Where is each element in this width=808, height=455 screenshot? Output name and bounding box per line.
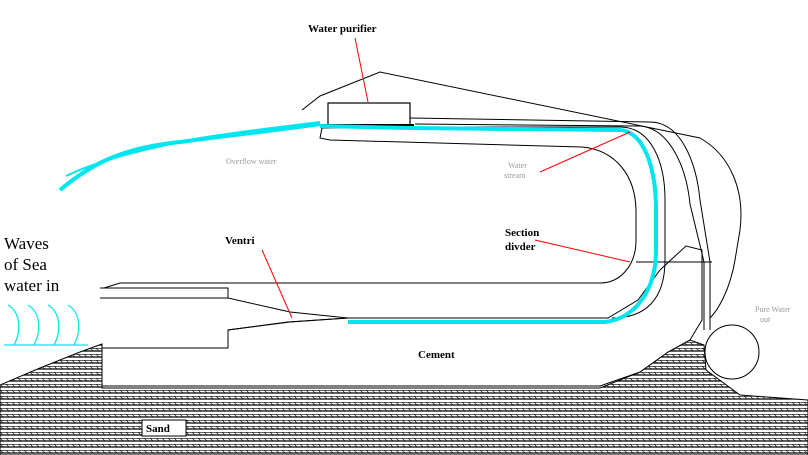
sand-box bbox=[141, 419, 187, 437]
label-pure-water-1: Pure Water bbox=[755, 305, 791, 314]
pure-water-outlet bbox=[704, 324, 760, 380]
label-water-purifier: Water purifier bbox=[308, 23, 377, 35]
section-divider-pointer bbox=[534, 239, 631, 263]
inner-chamber bbox=[103, 126, 666, 319]
label-waves-2: of Sea bbox=[4, 255, 47, 274]
hull-inner-wall-2 bbox=[414, 123, 705, 330]
water-stream-pointer bbox=[539, 131, 631, 173]
ventri-pointer bbox=[261, 249, 293, 319]
label-sand: Sand bbox=[146, 423, 170, 435]
hull-inner-wall bbox=[409, 117, 711, 330]
label-water-stream-1: Water bbox=[508, 161, 527, 170]
label-section-1: Section bbox=[505, 227, 539, 239]
water-purifier-box[interactable] bbox=[327, 102, 411, 126]
label-water-stream-2: stream bbox=[504, 171, 526, 180]
label-pure-water-2: out bbox=[760, 315, 771, 324]
cement-base bbox=[101, 245, 703, 387]
label-section-2: divder bbox=[505, 241, 536, 253]
overflow-water-stream bbox=[58, 122, 321, 192]
overflow-water-stream-2 bbox=[65, 121, 321, 177]
pointer-lines bbox=[261, 37, 631, 319]
label-cement: Cement bbox=[418, 349, 455, 361]
label-overflow-water: Overflow water bbox=[226, 157, 277, 166]
outer-hull bbox=[301, 71, 742, 319]
purifier-pointer bbox=[354, 37, 369, 103]
label-waves-1: Waves bbox=[4, 234, 49, 253]
sea-waves bbox=[4, 304, 88, 346]
main-water-stream bbox=[319, 124, 658, 324]
label-waves-3: water in bbox=[4, 276, 60, 295]
label-ventri: Ventri bbox=[225, 235, 255, 247]
